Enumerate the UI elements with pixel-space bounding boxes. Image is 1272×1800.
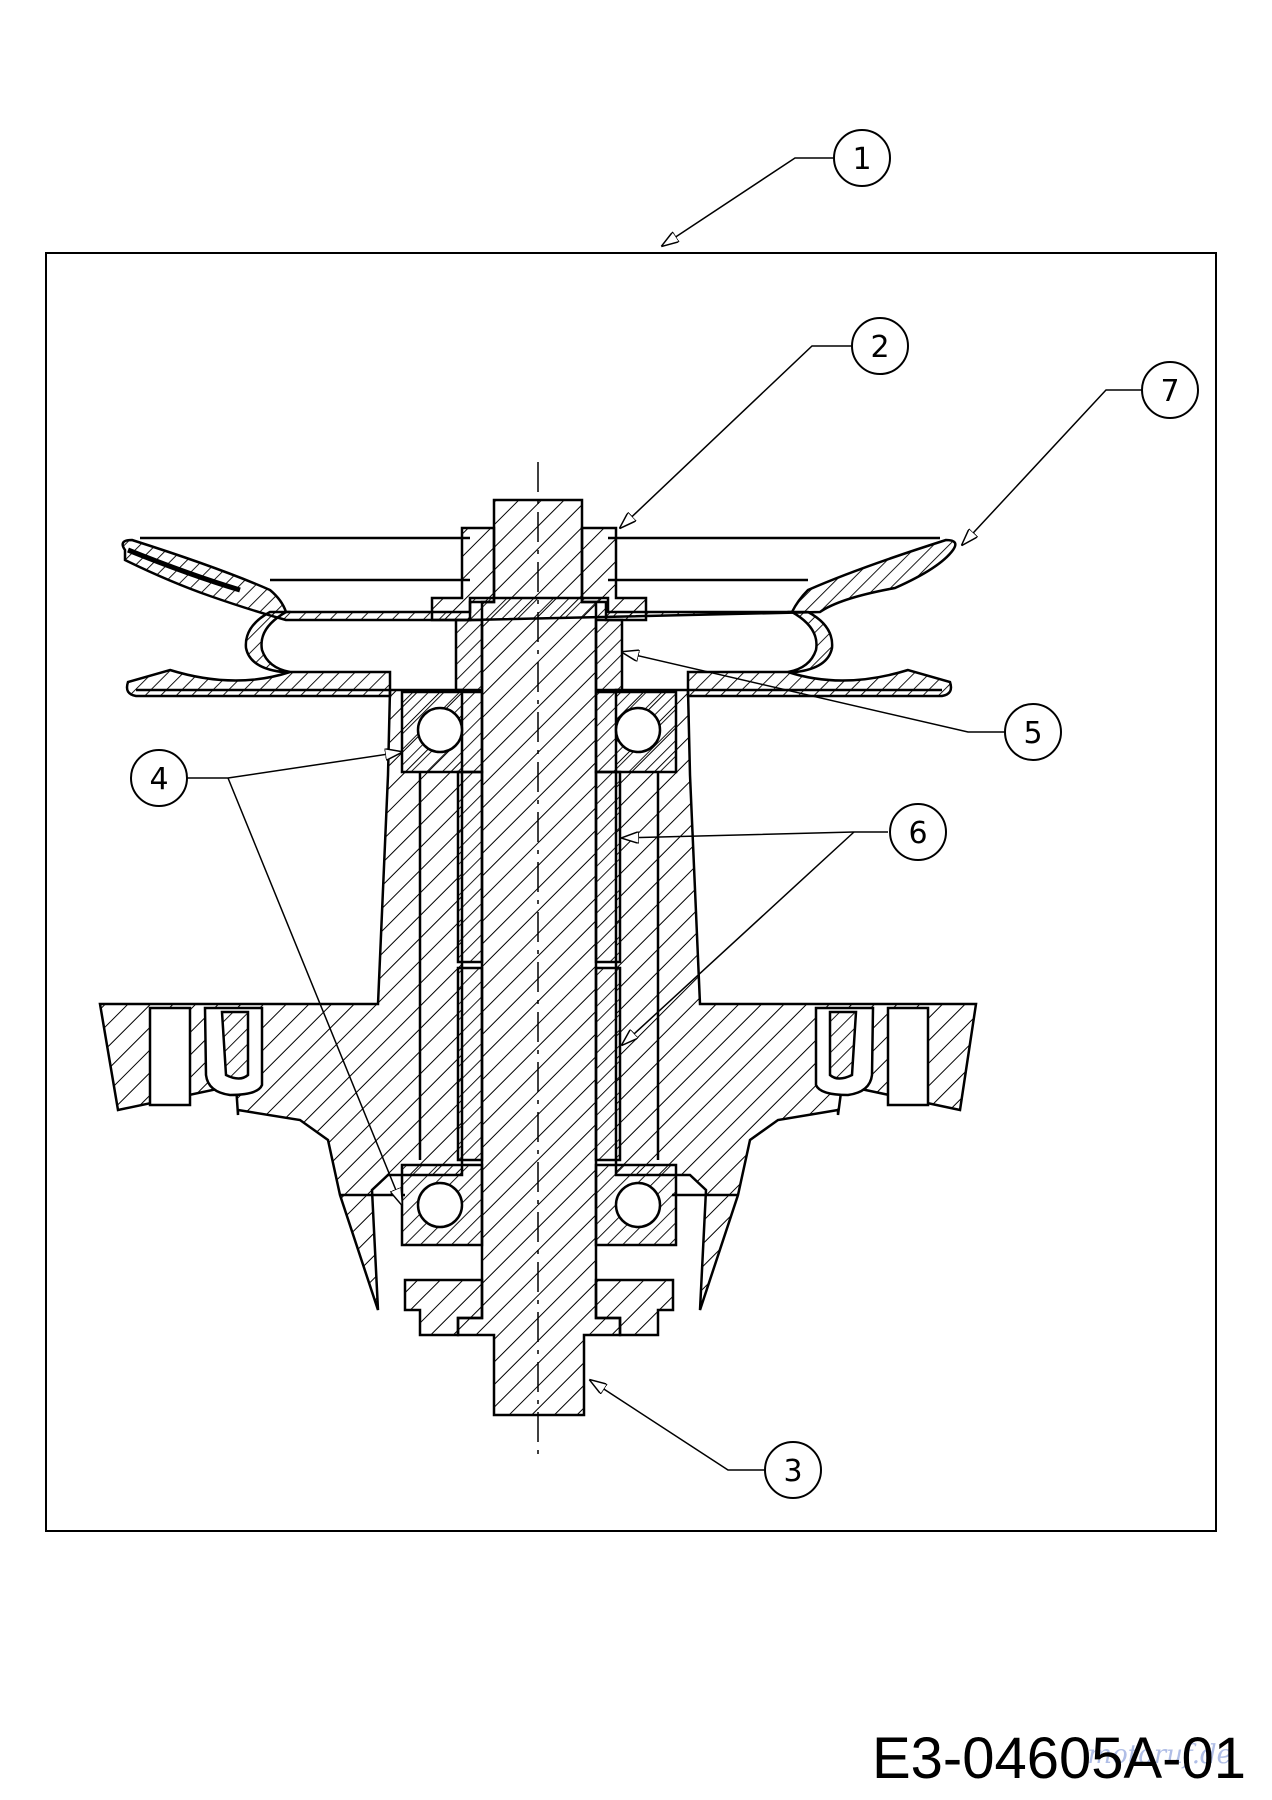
callout-4-label: 4 [149, 762, 168, 797]
spacer [454, 618, 624, 692]
callout-1-label: 1 [852, 142, 871, 177]
drawing-code: E3-04605A-01 [871, 1726, 1246, 1791]
spindle-housing [98, 688, 978, 1311]
callout-7-label: 7 [1160, 374, 1179, 409]
bearing-lower-right [594, 1163, 678, 1247]
callout-4: 4 [130, 749, 188, 807]
bearing-lower-left [400, 1163, 484, 1247]
callout-5-label: 5 [1023, 716, 1042, 751]
callout-6: 6 [889, 803, 947, 861]
callout-6-label: 6 [908, 816, 927, 851]
watermark-text: motoruf.de [1087, 1740, 1232, 1770]
frame-border [45, 252, 1217, 1532]
bearing-upper-right [594, 690, 678, 774]
callout-2-label: 2 [870, 330, 889, 365]
bearing-upper-left [400, 690, 484, 774]
bearing-tube [418, 770, 660, 1162]
pulley [121, 536, 957, 698]
callout-2: 2 [851, 317, 909, 375]
callout-7: 7 [1141, 361, 1199, 419]
callout-5: 5 [1004, 703, 1062, 761]
callout-3-label: 3 [783, 1454, 802, 1489]
leader-lines [184, 157, 1142, 1471]
callout-3: 3 [764, 1441, 822, 1499]
callout-1: 1 [833, 129, 891, 187]
